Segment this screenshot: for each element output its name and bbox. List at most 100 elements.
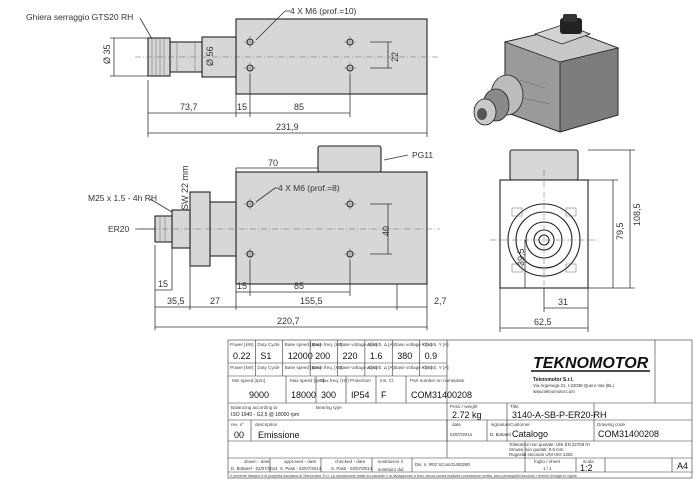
desc-label: description [255, 422, 278, 427]
dim-bot-220-7: 220,7 [277, 316, 300, 326]
dim-bot-27: 27 [210, 296, 220, 306]
label-wrench: SW 22 mm [180, 165, 190, 210]
dim-bot-85: 85 [294, 281, 304, 291]
scale-value: 1:2 [580, 463, 593, 473]
row2-header: Base voltage Δ [V] [340, 365, 378, 370]
row3-headers: Min speed [rpm] Max speed [rpm]Max freq. … [232, 378, 465, 383]
customer-label: Customer [510, 422, 530, 427]
front-connector-box [317, 145, 382, 173]
sheet-label: foglio / sheet [534, 459, 561, 464]
footer-note: Il presente disegno è di proprietà esclu… [230, 474, 577, 478]
front-motor-body [235, 171, 428, 285]
dim-top-d35: Ø 35 [102, 44, 112, 64]
date-label: date [452, 422, 461, 427]
dim-top-231-9: 231,9 [276, 122, 299, 132]
dim-bot-2-7: 2,7 [434, 296, 447, 306]
side-view: 108,5 79,5 39,5 31 62,5 [490, 149, 642, 332]
row3-value: 300 [321, 390, 336, 400]
row3-value: COM31400208 [411, 390, 472, 400]
rev-value: 00 [234, 430, 244, 440]
replaces-label: sostituisce il [378, 459, 403, 464]
balancing-label: Balancing according to [231, 405, 278, 410]
weight-label: Peso / weight [450, 404, 478, 409]
label-collet-nut: Ghiera serraggio GTS20 RH [26, 12, 133, 22]
replaced-label: sostituito dal [378, 467, 404, 472]
dim-side-39-5: 39,5 [516, 248, 526, 266]
front-mounting-holes [244, 198, 356, 260]
label-connector: PG11 [412, 150, 433, 160]
row1-value: 200 [315, 351, 330, 361]
bearing-type-label: Bearing type [316, 405, 342, 410]
drawing-code-value: COM31400208 [598, 429, 659, 439]
balancing-value: ISO 1940 - G2,5 @ 18000 rpm [231, 412, 299, 418]
dim-bot-155-5: 155,5 [300, 296, 323, 306]
dim-top-85: 85 [294, 102, 304, 112]
row2-header: Base freq. [Hz] [312, 365, 342, 370]
title-label: Title [510, 404, 519, 409]
isometric-view [473, 14, 620, 133]
row3-value: 18000 [291, 390, 316, 400]
tolerance-3: Rugosità secondo UNI ISO 1302 [509, 452, 573, 457]
sheet-value: 1 / 1 [543, 466, 552, 471]
tolerance-2: Smussi non quotati: 0.5 mm [509, 447, 564, 452]
row1-value: 380 [397, 351, 412, 361]
row1-header: Absorb. Δ [A] [367, 342, 394, 347]
row3-header: Protection [350, 378, 371, 383]
scale-label: scala [583, 459, 594, 464]
dim-bot-70: 70 [268, 158, 278, 168]
row1-value: 0.22 [233, 351, 251, 361]
checked-value: S. Pasti - 02/07/2014 [331, 466, 373, 471]
row1-header: Power [kW] [230, 342, 253, 347]
approved-value: S. Pasti - 02/07/2014 [280, 466, 322, 471]
dim-side-31: 31 [558, 297, 568, 307]
row2-header: Absorb. Δ [A] [367, 365, 394, 370]
row3-header: Max speed [rpm] [290, 378, 324, 383]
row1-header: Duty Cycle [257, 342, 280, 347]
title-value: 3140-A-SB-P-ER20-RH [512, 410, 607, 420]
dim-bot-35-5: 35,5 [167, 296, 185, 306]
label-top-holes: 4 X M6 (prof.=10) [290, 6, 357, 16]
drawn-label: drawn - date [244, 459, 270, 464]
top-nut [169, 41, 203, 73]
row2-header: Base speed [rpm] [285, 365, 321, 370]
row1-header: Absorb. Y [A] [422, 342, 449, 347]
row3-value: 9000 [249, 390, 269, 400]
signature-value: D. Bottarel [490, 432, 511, 437]
dim-top-73-7: 73,7 [180, 102, 198, 112]
desc-value: Emissione [258, 430, 300, 440]
dim-side-108-5: 108,5 [632, 203, 642, 226]
top-neck [201, 36, 237, 78]
dim-side-79-5: 79,5 [615, 222, 625, 240]
company-address: Via Argenega 31, I-32038 Quero Vas (BL) [533, 383, 615, 388]
format-value: A4 [677, 461, 688, 471]
checked-label: checked - date [335, 459, 366, 464]
company-logo: TEKNOMOTOR [533, 355, 649, 372]
customer-value: Catalogo [512, 429, 548, 439]
dim-top-15: 15 [237, 102, 247, 112]
row1-header: Base voltage Δ [V] [340, 342, 378, 347]
row1-value: 220 [343, 351, 358, 361]
drawn-value: D. Bottarel - 02/07/2014 [231, 466, 278, 471]
tolerance-1: Tolleranze non quotate: UNI EN 22768 fH [509, 442, 590, 447]
row3-header: Max freq. [Hz] [320, 378, 349, 383]
drawing-code-label: Drawing code [597, 422, 626, 427]
row3-header: Min speed [rpm] [232, 378, 265, 383]
row1-value: S1 [260, 351, 271, 361]
weight-value: 2.72 kg [452, 410, 482, 420]
row1-header: Base freq. [Hz] [312, 342, 342, 347]
dim-top-d56: Ø 56 [205, 46, 215, 66]
company-web: www.teknomotor.com [533, 389, 575, 394]
row1-value: 1.6 [370, 351, 383, 361]
row1-value: 0.9 [425, 351, 438, 361]
label-thread: M25 x 1.5 - 4h RH [88, 193, 157, 203]
row3-header: Part number on nameplate [410, 378, 465, 383]
row1-header: Base speed [rpm] [285, 342, 321, 347]
row1-value: 12000 [288, 351, 313, 361]
dim-bot-15b: 15 [237, 281, 247, 291]
